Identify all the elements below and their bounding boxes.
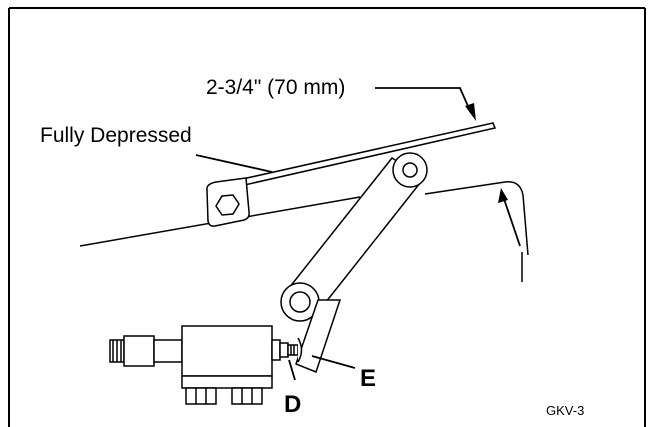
leader-lines [195,87,521,381]
pedal-reference-line [424,181,529,282]
callout-d: D [284,391,301,418]
reference-arrow-icon [498,188,508,203]
dimension-arrow-icon [465,103,476,121]
arrowheads [465,103,508,203]
fully-depressed-label: Fully Depressed [40,124,192,147]
dimension-label: 2-3/4" (70 mm) [206,76,345,99]
lever-arm [280,152,428,322]
hinge-bracket [206,177,250,227]
callout-e: E [360,365,376,392]
valve-assembly [109,325,303,405]
figure-frame [8,7,646,427]
pedal-plate [237,122,497,187]
hex-bolt-icon [215,194,240,216]
figure-code: GKV-3 [546,403,584,418]
plunger-bracket [295,299,342,373]
